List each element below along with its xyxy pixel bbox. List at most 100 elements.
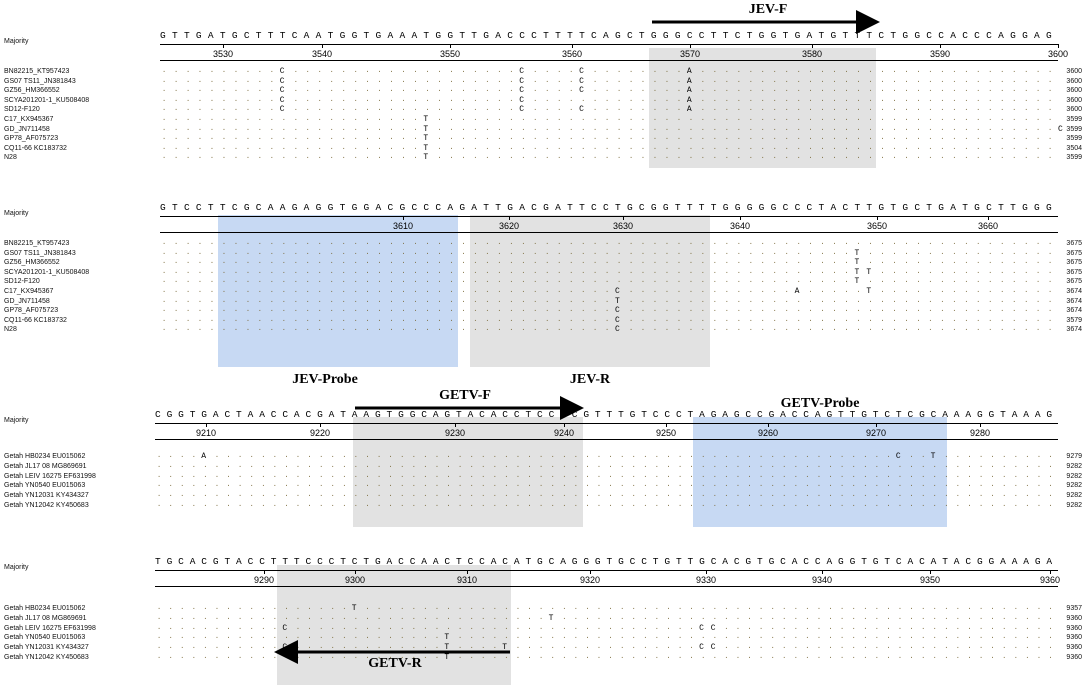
ruler-line bbox=[155, 570, 1058, 571]
variant-base: A bbox=[686, 86, 692, 96]
sequence-end-position: 9360 bbox=[1066, 624, 1082, 632]
variant-base: T bbox=[444, 643, 450, 653]
consensus-base: G bbox=[351, 30, 358, 41]
consensus-base: G bbox=[212, 556, 219, 567]
consensus-base: G bbox=[626, 202, 633, 213]
primer-region bbox=[353, 417, 583, 527]
sequence-name: Getah HB0234 EU015062 bbox=[4, 605, 86, 612]
variant-base: C bbox=[279, 105, 285, 115]
consensus-base: A bbox=[293, 409, 300, 420]
consensus-base: A bbox=[806, 30, 813, 41]
ruler-tick bbox=[876, 423, 877, 427]
consensus-base: G bbox=[734, 202, 741, 213]
consensus-base: A bbox=[315, 30, 322, 41]
consensus-base: G bbox=[758, 202, 765, 213]
consensus-base: G bbox=[231, 30, 238, 41]
consensus-base: C bbox=[652, 409, 659, 420]
consensus-base: G bbox=[571, 556, 578, 567]
consensus-base: C bbox=[351, 556, 358, 567]
consensus-base: T bbox=[757, 556, 763, 567]
consensus-base: T bbox=[674, 202, 681, 213]
consensus-base: C bbox=[733, 556, 740, 567]
consensus-base: G bbox=[902, 30, 909, 41]
consensus-base: T bbox=[854, 30, 861, 41]
consensus-base: G bbox=[537, 556, 543, 567]
ruler-tick-label: 3580 bbox=[801, 49, 823, 59]
ruler-tick-label: 3540 bbox=[311, 49, 333, 59]
variant-base: C bbox=[579, 105, 584, 115]
consensus-base: A bbox=[399, 30, 406, 41]
consensus-base: T bbox=[567, 202, 573, 213]
ruler-tick-label: 3620 bbox=[498, 221, 520, 231]
consensus-base: C bbox=[548, 556, 555, 567]
consensus-base: T bbox=[207, 202, 214, 213]
consensus-base: C bbox=[305, 556, 312, 567]
majority-label: Majority bbox=[4, 564, 29, 571]
consensus-base: A bbox=[780, 409, 786, 420]
variant-base: A bbox=[686, 105, 692, 115]
consensus-base: C bbox=[423, 202, 430, 213]
consensus-base: C bbox=[282, 409, 289, 420]
consensus-base: A bbox=[189, 556, 196, 567]
consensus-base: G bbox=[1022, 202, 1028, 213]
consensus-base: G bbox=[1022, 30, 1028, 41]
consensus-base: C bbox=[502, 556, 508, 567]
consensus-base: T bbox=[1000, 409, 1006, 420]
consensus-base: T bbox=[363, 30, 370, 41]
consensus-base: G bbox=[826, 409, 833, 420]
ruler-tick-label: 3640 bbox=[729, 221, 751, 231]
consensus-base: G bbox=[375, 30, 382, 41]
consensus-base: G bbox=[733, 409, 740, 420]
consensus-base: G bbox=[872, 556, 879, 567]
consensus-base: C bbox=[548, 409, 555, 420]
consensus-base: G bbox=[1034, 202, 1040, 213]
ruler-tick bbox=[590, 570, 591, 574]
probe-region bbox=[693, 417, 947, 527]
consensus-base: C bbox=[791, 409, 798, 420]
ruler-tick-label: 3560 bbox=[561, 49, 583, 59]
ruler-tick-label: 3530 bbox=[212, 49, 234, 59]
consensus-base: T bbox=[471, 30, 477, 41]
variant-base: C bbox=[895, 452, 901, 461]
consensus-base: A bbox=[930, 556, 937, 567]
sequence-name: Getah YN0540 EU015063 bbox=[4, 482, 86, 490]
consensus-base: C bbox=[255, 202, 262, 213]
consensus-base: A bbox=[259, 409, 265, 420]
consensus-base: T bbox=[698, 202, 705, 213]
consensus-base: G bbox=[435, 30, 442, 41]
variant-base: C bbox=[279, 95, 285, 105]
variant-base: C bbox=[519, 67, 524, 76]
consensus-base: C bbox=[502, 409, 508, 420]
ruler-tick bbox=[564, 423, 565, 427]
sequence-name: C17_KX945367 bbox=[4, 288, 54, 295]
consensus-base: C bbox=[201, 556, 207, 567]
consensus-base: G bbox=[838, 556, 844, 567]
consensus-base: G bbox=[178, 409, 184, 420]
consensus-base: T bbox=[483, 202, 489, 213]
consensus-base: T bbox=[363, 556, 370, 567]
consensus-base: G bbox=[988, 409, 995, 420]
sequence-name: CQ11-66 KC183732 bbox=[4, 144, 67, 152]
consensus-base: T bbox=[456, 409, 462, 420]
sequence-end-position: 3600 bbox=[1066, 87, 1082, 95]
consensus-base: C bbox=[803, 409, 809, 420]
consensus-base: G bbox=[409, 409, 416, 420]
consensus-base: T bbox=[267, 30, 274, 41]
consensus-base: G bbox=[768, 409, 775, 420]
variant-base: C bbox=[614, 306, 620, 316]
consensus-base: C bbox=[806, 202, 813, 213]
consensus-base: A bbox=[432, 409, 439, 420]
consensus-base: G bbox=[976, 556, 983, 567]
consensus-base: C bbox=[317, 556, 323, 567]
consensus-base: T bbox=[560, 409, 566, 420]
consensus-base: C bbox=[926, 30, 932, 41]
consensus-base: A bbox=[411, 30, 418, 41]
ruler-tick bbox=[264, 570, 265, 574]
consensus-base: G bbox=[770, 30, 777, 41]
consensus-base: T bbox=[652, 556, 659, 567]
consensus-base: T bbox=[459, 30, 466, 41]
consensus-base: G bbox=[166, 409, 173, 420]
consensus-base: G bbox=[166, 556, 173, 567]
consensus-base: G bbox=[243, 202, 250, 213]
consensus-base: T bbox=[722, 30, 729, 41]
